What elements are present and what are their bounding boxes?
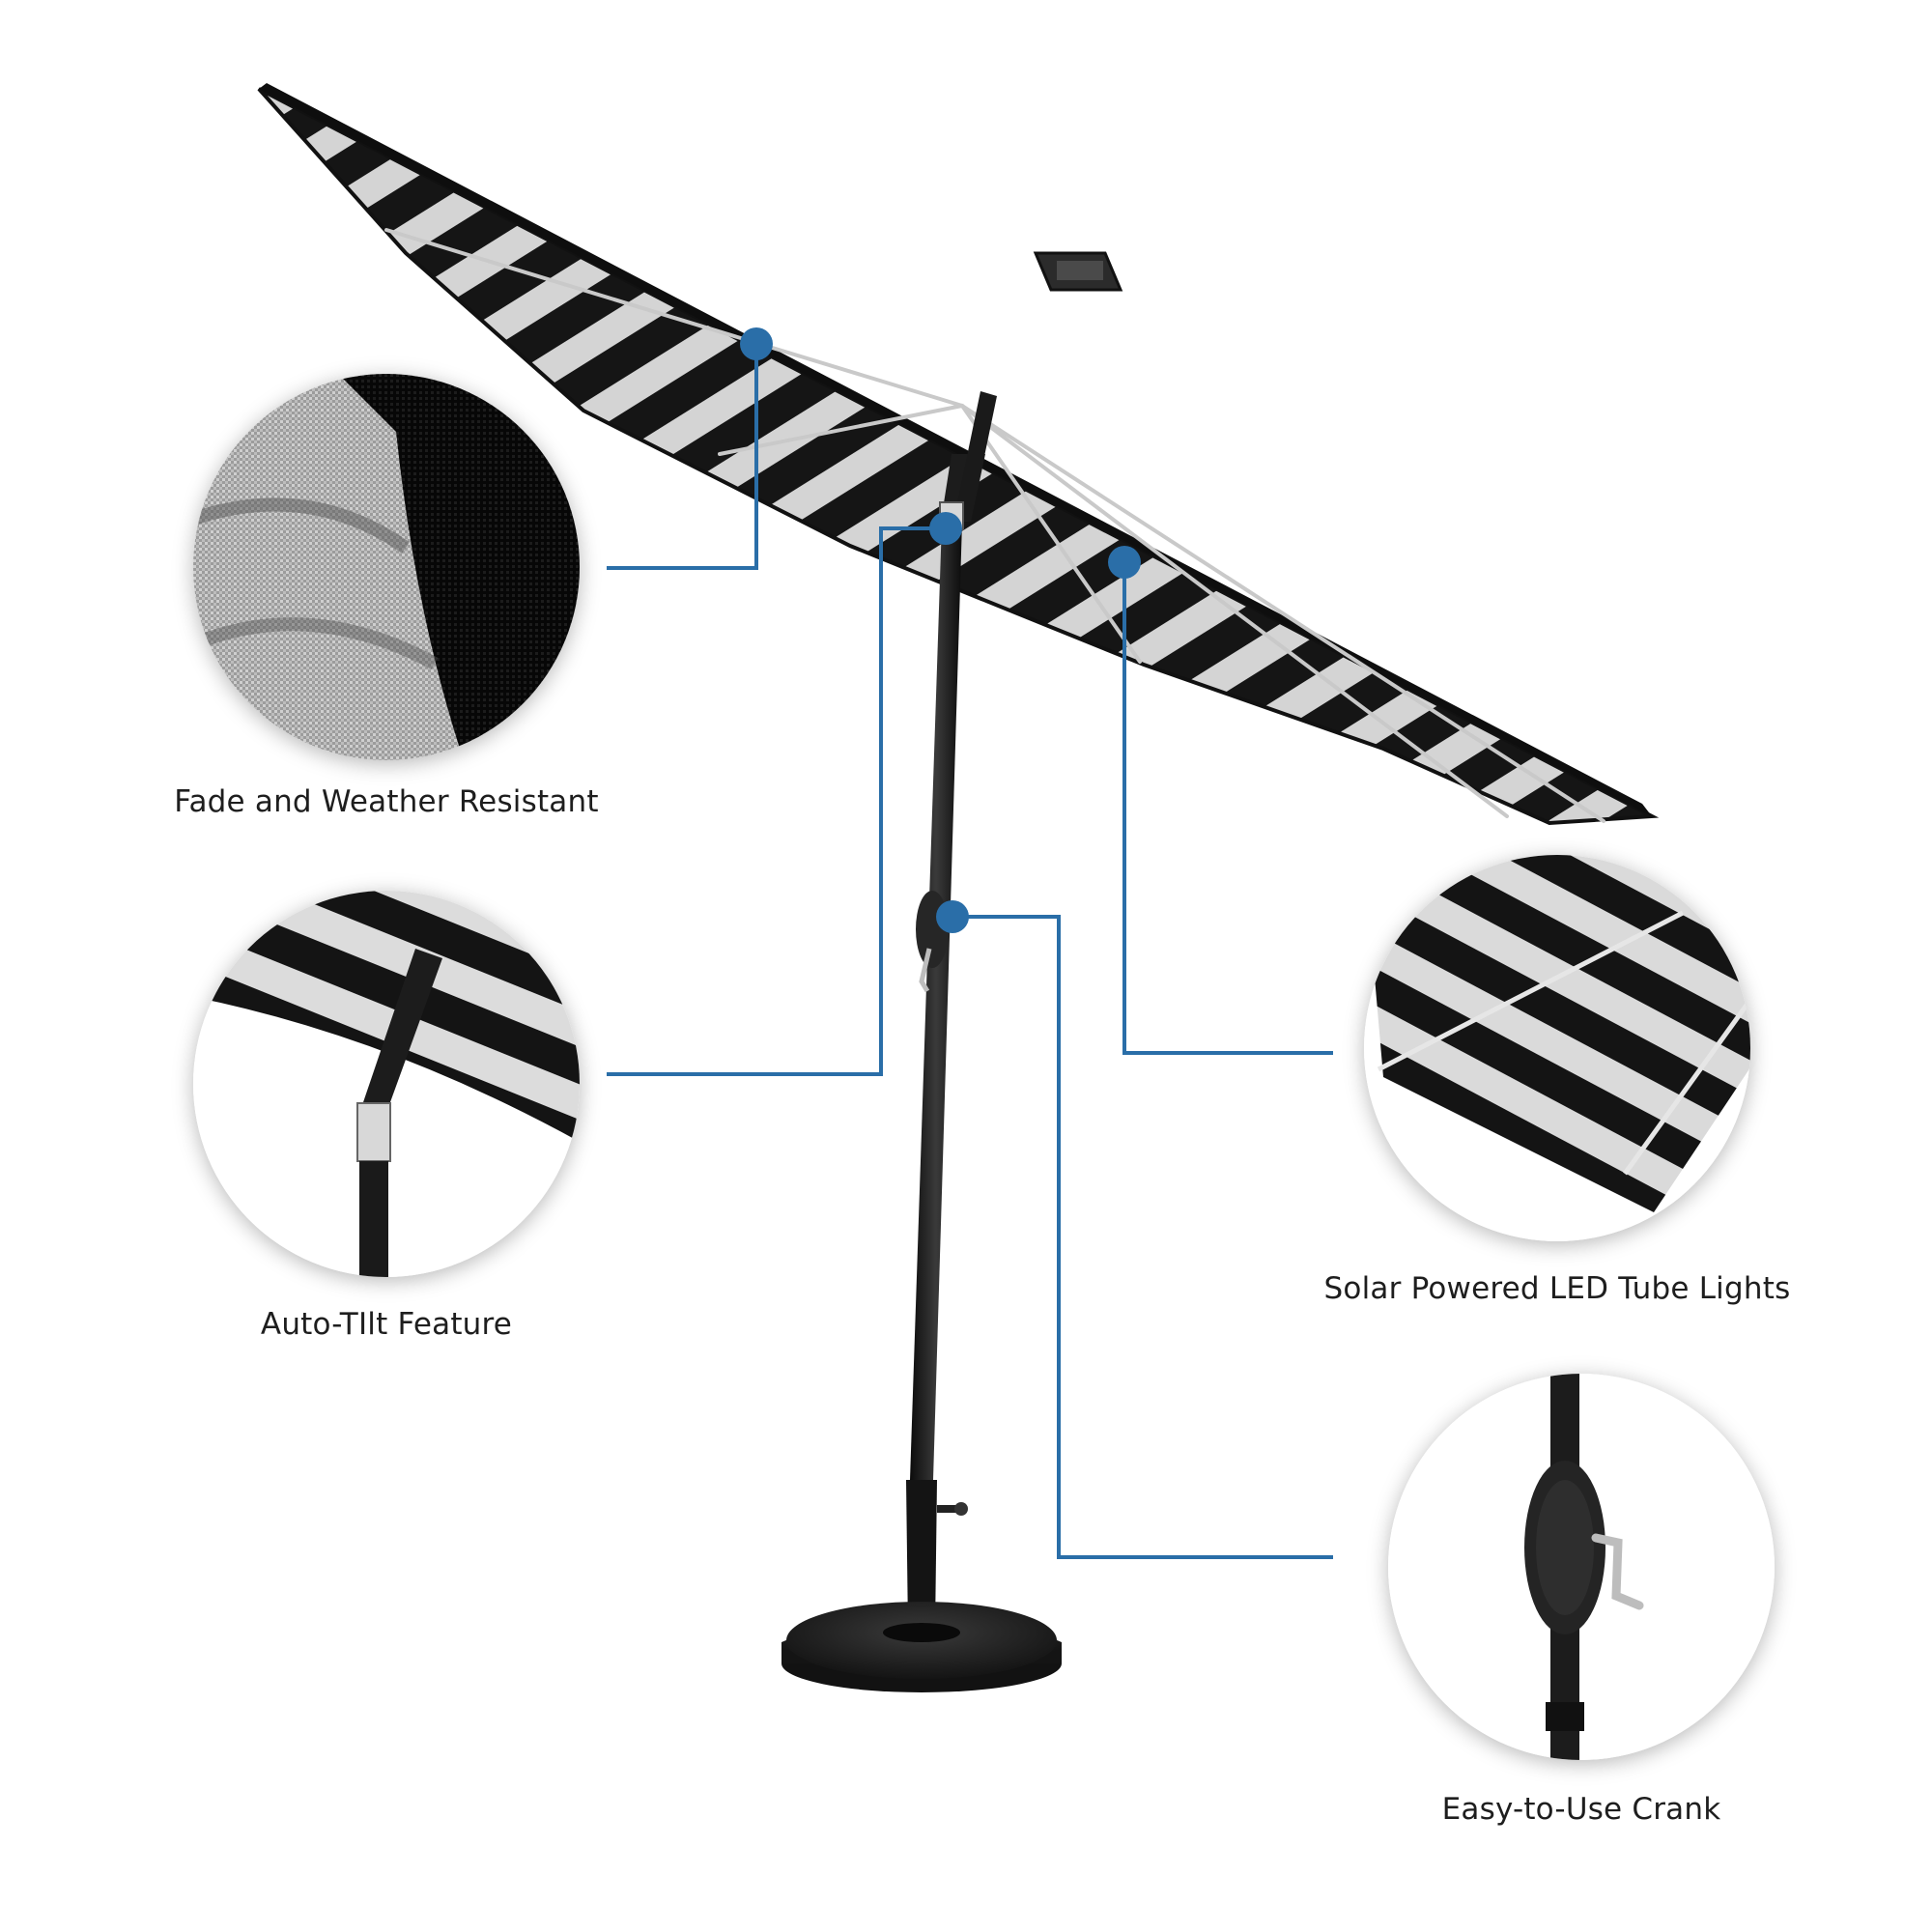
- callout-dot-fade: [740, 327, 773, 360]
- caption-auto-tilt: Auto-TIlt Feature: [260, 1307, 513, 1342]
- callout-line-fade: [607, 344, 758, 570]
- canopy-ribs: [384, 228, 1605, 823]
- callout-line-tilt: [607, 526, 946, 1076]
- auto-tilt-detail-image: [193, 891, 580, 1277]
- caption-solar-led: Solar Powered LED Tube Lights: [1323, 1271, 1791, 1306]
- callout-dots: [740, 327, 1141, 933]
- caption-crank: Easy-to-Use Crank: [1441, 1792, 1721, 1827]
- solar-panel-icon: [1033, 251, 1123, 292]
- callout-lines: [607, 344, 1333, 1559]
- callout-line-crank: [952, 915, 1333, 1559]
- callout-dot-crank: [936, 900, 969, 933]
- crank-detail-image: [1388, 1374, 1775, 1760]
- callout-dot-solar: [1108, 546, 1141, 579]
- umbrella-pole: [906, 391, 997, 1631]
- callout-dot-tilt: [929, 512, 962, 545]
- led-tube-lights-detail-image: [1364, 855, 1750, 1241]
- callout-line-solar: [1122, 562, 1333, 1055]
- fabric-weave-detail-image: [193, 374, 580, 760]
- caption-fade-weather: Fade and Weather Resistant: [174, 784, 599, 819]
- umbrella-base: [781, 1602, 1062, 1692]
